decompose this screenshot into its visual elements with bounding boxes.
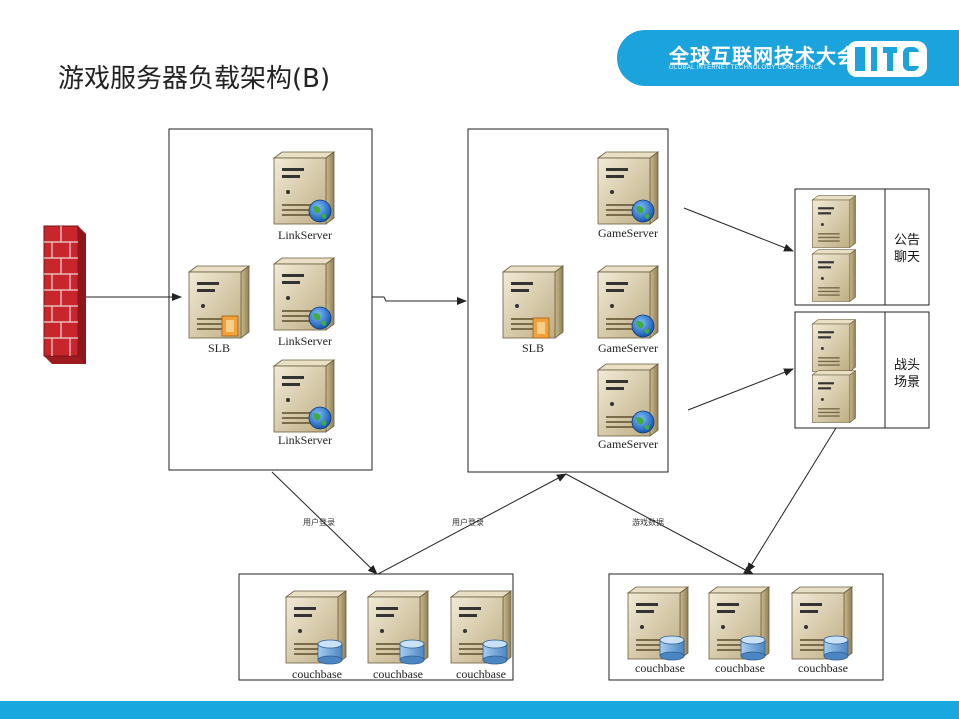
game-server-node: GameServer [597,151,659,240]
game-slb-node: SLB [502,265,564,355]
firewall-icon [43,225,86,364]
link-server-label: LinkServer [278,334,332,348]
couchbase-label: couchbase [292,667,342,681]
couchbase-label: couchbase [635,661,685,675]
chat-server-box: 公告 聊天 [794,188,930,306]
game-server-label: GameServer [598,437,658,451]
link-slb-label: SLB [208,341,230,355]
link-server-node: LinkServer [273,359,335,447]
gitc-mark-icon [847,41,927,77]
link-server-node: LinkServer [273,257,335,348]
couchbase-cluster-left: couchbase couchbase couchbase [238,573,514,681]
edge-game-to-chat [683,207,794,252]
link-server-node: LinkServer [273,151,335,242]
logo-name-en: GLOBAL INTERNET TECHNOLOGY CONFERENCE [669,65,823,71]
game-server-node: GameServer [597,265,659,355]
link-server-label: LinkServer [278,228,332,242]
slide-title: 游戏服务器负载架构(B) [58,64,331,94]
footer-bar [0,701,959,719]
game-slb-label: SLB [522,341,544,355]
chat-label-line1: 公告 [894,233,920,248]
edge-label-login: 用户登录 [303,517,335,527]
gitc-logo: 全球互联网技术大会 GLOBAL INTERNET TECHNOLOGY CON… [617,30,959,86]
game-server-label: GameServer [598,341,658,355]
edge-game-to-battle [687,368,794,411]
link-server-label: LinkServer [278,433,332,447]
edge-db-to-game [377,473,567,575]
game-server-label: GameServer [598,226,658,240]
couchbase-label: couchbase [456,667,506,681]
couchbase-node: couchbase [450,590,512,681]
chat-label-line2: 聊天 [894,250,920,265]
battle-label-line1: 战头 [894,358,920,373]
link-slb-node: SLB [188,265,250,355]
couchbase-node: couchbase [285,590,347,681]
logo-name-cn: 全球互联网技术大会 [669,44,858,68]
link-server-group [168,128,373,471]
edge-label-game-data: 游戏数据 [632,517,664,527]
battle-label-line2: 场景 [894,375,920,390]
battle-server-box: 战头 场景 [794,311,930,429]
game-server-node: GameServer [597,363,659,451]
couchbase-node: couchbase [708,586,770,675]
edge-battle-to-db [746,427,837,573]
game-server-group [467,128,669,473]
couchbase-node: couchbase [627,586,689,675]
edge-link-to-game-slb [372,296,467,305]
couchbase-cluster-right: couchbase couchbase couchbase [608,573,884,681]
edge-label-login: 用户登录 [452,517,484,527]
couchbase-label: couchbase [373,667,423,681]
couchbase-node: couchbase [367,590,429,681]
edge-game-to-db [565,473,754,575]
couchbase-node: couchbase [791,586,853,675]
edge-link-to-db [271,471,378,575]
couchbase-label: couchbase [715,661,765,675]
couchbase-label: couchbase [798,661,848,675]
